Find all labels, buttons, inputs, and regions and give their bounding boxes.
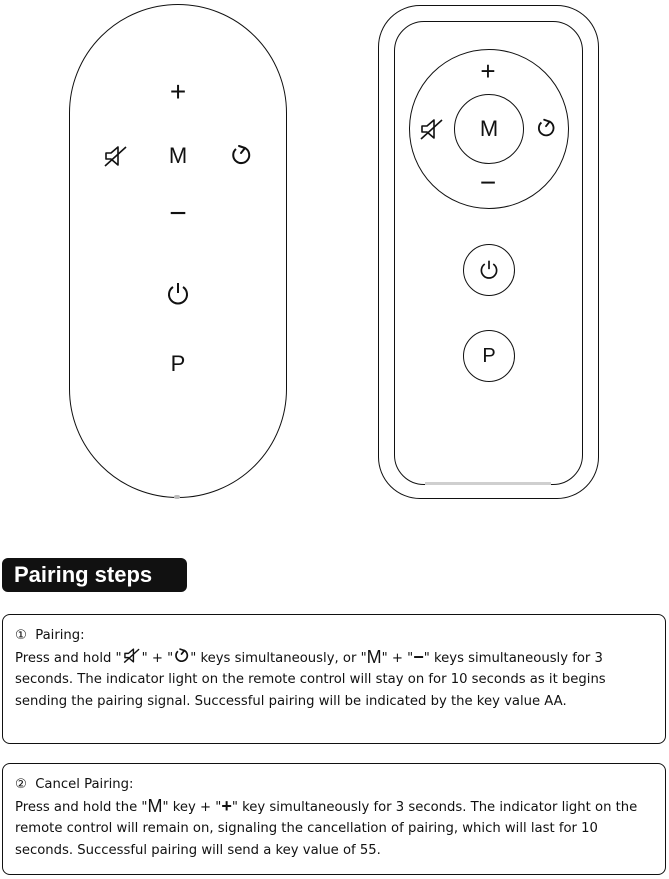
key-minus: −: [413, 646, 424, 667]
step-text: " key + ": [162, 799, 222, 815]
right-m-label: M: [479, 116, 499, 141]
right-power-button[interactable]: [463, 244, 515, 296]
mute-icon: [420, 119, 443, 140]
step-text: " + ": [381, 650, 414, 666]
step-marker: ①: [15, 628, 27, 643]
left-power-button[interactable]: [165, 281, 191, 311]
mute-icon: [122, 647, 142, 664]
left-m-button[interactable]: M: [168, 143, 188, 168]
mute-icon: [104, 146, 127, 167]
key-plus: +: [221, 795, 232, 816]
left-p-button[interactable]: P: [170, 351, 186, 376]
left-mute-button[interactable]: [103, 144, 129, 172]
right-mute-button[interactable]: [419, 117, 445, 145]
step-cancel-pairing: ② Cancel Pairing: Press and hold the "M"…: [2, 763, 666, 875]
right-rotate-button[interactable]: [535, 117, 557, 143]
step-text: " keys simultaneously for 3 seconds. The…: [15, 650, 606, 709]
right-dpad-ring: [409, 49, 569, 209]
step-marker: ②: [15, 777, 27, 792]
step-text: Press and hold the ": [15, 799, 148, 815]
step-text: " key simultaneously for 3 seconds. The …: [15, 799, 638, 858]
step-text: " + ": [141, 650, 174, 666]
step-title: Pairing:: [35, 628, 85, 643]
step-title: Cancel Pairing:: [35, 777, 134, 792]
right-minus-button[interactable]: −: [479, 167, 497, 198]
right-remote-outer: [378, 5, 599, 499]
key-m: M: [147, 795, 163, 816]
step-text: " keys simultaneously, or ": [190, 650, 367, 666]
section-title-text: Pairing steps: [14, 562, 153, 587]
left-rotate-button[interactable]: [229, 143, 253, 171]
power-icon: [480, 260, 498, 279]
rotate-icon: [537, 118, 555, 137]
step-heading: ② Cancel Pairing:: [15, 774, 653, 796]
right-p-button[interactable]: P: [463, 330, 515, 382]
rotate-icon: [232, 145, 251, 165]
power-icon: [168, 283, 188, 305]
right-m-button[interactable]: M: [454, 94, 524, 164]
left-remote-indicator: [174, 495, 180, 499]
step-text: Press and hold ": [15, 650, 122, 666]
right-remote-indicator: [425, 482, 551, 485]
right-p-label: P: [482, 344, 496, 367]
left-minus-button[interactable]: −: [169, 197, 187, 230]
step-pairing: ① Pairing: Press and hold "" + "" keys s…: [2, 614, 666, 744]
section-title: Pairing steps: [2, 558, 187, 592]
right-plus-button[interactable]: +: [480, 56, 496, 86]
left-plus-button[interactable]: +: [169, 76, 187, 107]
key-m: M: [366, 646, 382, 667]
step-heading: ① Pairing:: [15, 625, 653, 647]
rotate-icon: [173, 647, 190, 664]
